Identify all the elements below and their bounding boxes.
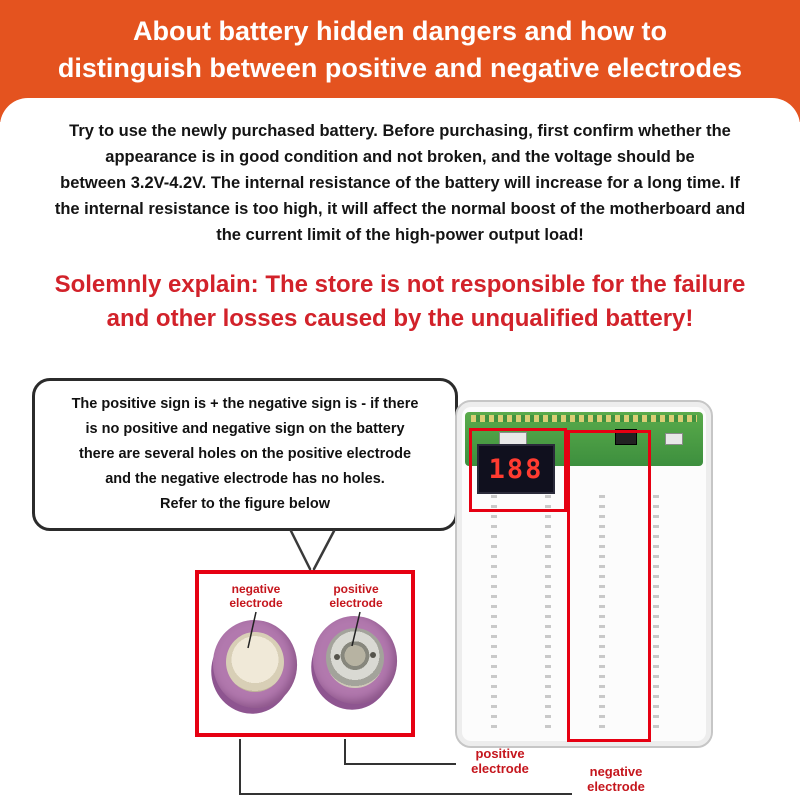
- battery-negative-top: [226, 632, 284, 692]
- info-bubble: The positive sign is + the negative sign…: [32, 378, 458, 531]
- positive-electrode-label-line2: electrode: [329, 596, 383, 610]
- battery-positive-top: [326, 628, 384, 688]
- warning-text: Solemnly explain: The store is not respo…: [0, 268, 800, 336]
- bubble-line: Refer to the figure below: [160, 496, 330, 512]
- pcb-contact-pads: [471, 415, 697, 422]
- intro-line: between 3.2V-4.2V. The internal resistan…: [60, 174, 740, 192]
- bubble-line: is no positive and negative sign on the …: [85, 421, 405, 437]
- intro-line: the internal resistance is too high, it …: [54, 200, 746, 218]
- page-title: About battery hidden dangers and how to …: [0, 0, 800, 87]
- negative-electrode-label-line2: electrode: [229, 596, 283, 610]
- negative-electrode-callout-line1: negative: [589, 764, 643, 779]
- intro-line: the current limit of the high-power outp…: [216, 226, 584, 244]
- battery-slot-guide: [599, 490, 605, 728]
- bubble-line: The positive sign is + the negative sign…: [71, 396, 419, 412]
- intro-line: appearance is in good condition and not …: [105, 148, 695, 166]
- powerbank-case: 188: [455, 400, 713, 748]
- battery-photo-box: negative electrode positive electrode: [195, 570, 415, 737]
- intro-paragraph: Try to use the newly purchased battery. …: [30, 118, 770, 248]
- pcb-component: [665, 433, 683, 445]
- bubble-line: there are several holes on the positive …: [78, 446, 412, 462]
- positive-electrode-callout-line1: positive: [475, 746, 525, 761]
- battery-level-display: 188: [477, 444, 555, 494]
- positive-electrode-callout: positive electrode: [458, 746, 542, 776]
- intro-line: Try to use the newly purchased battery. …: [69, 122, 731, 140]
- warning-line: Solemnly explain: The store is not respo…: [54, 271, 746, 298]
- battery-negative: [205, 613, 305, 715]
- highlight-box-positive: [469, 428, 567, 512]
- battery-slot-guide: [491, 490, 497, 728]
- bubble-line: and the negative electrode has no holes.: [105, 471, 385, 487]
- negative-electrode-label: negative electrode: [213, 582, 299, 610]
- page-title-line2: distinguish between positive and negativ…: [57, 53, 743, 83]
- page-title-line1: About battery hidden dangers and how to: [132, 16, 667, 46]
- vent-hole-icon: [370, 652, 376, 658]
- positive-electrode-callout-line2: electrode: [471, 761, 529, 776]
- pcb-chip: [615, 429, 637, 445]
- warning-line: and other losses caused by the unqualifi…: [106, 305, 694, 332]
- vent-hole-icon: [334, 654, 340, 660]
- battery-slot-guide: [545, 490, 551, 728]
- negative-electrode-callout: negative electrode: [574, 764, 658, 794]
- positive-electrode-label-line1: positive: [333, 582, 379, 596]
- negative-electrode-label-line1: negative: [231, 582, 281, 596]
- positive-electrode-label: positive electrode: [313, 582, 399, 610]
- battery-positive: [305, 609, 405, 711]
- highlight-box-negative: [567, 430, 651, 742]
- battery-slot-guide: [653, 490, 659, 728]
- negative-electrode-callout-line2: electrode: [587, 779, 645, 794]
